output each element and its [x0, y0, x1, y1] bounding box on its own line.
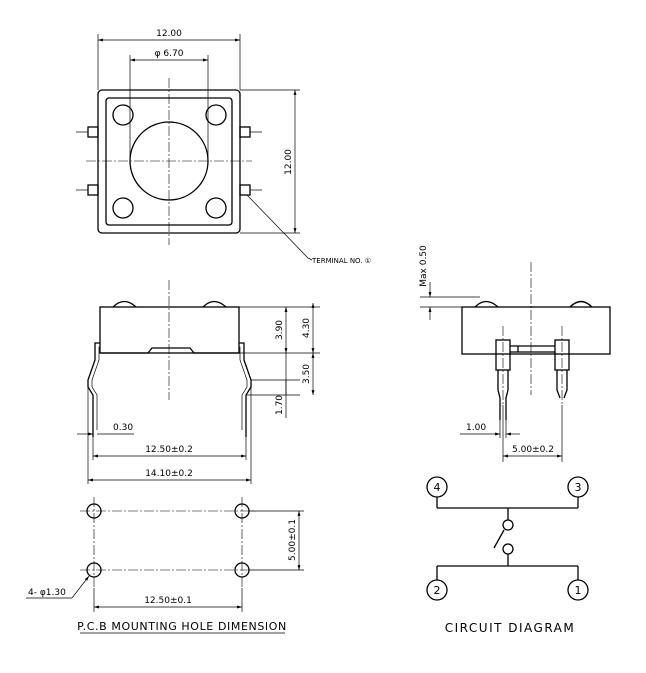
side-max-label: Max 0.50 — [419, 245, 429, 287]
front-dim-overall: 14.10±0.2 — [145, 469, 193, 479]
terminal-label: TERMINAL NO. ① — [311, 257, 371, 265]
front-dim-total: 4.30 — [302, 318, 312, 338]
circuit-diagram: 4 3 2 1 CIRCUIT DIAGRAM — [426, 476, 589, 635]
front-dim-pitch: 12.50±0.2 — [145, 445, 193, 455]
pcb-dim-vertical: 5.00±0.1 — [288, 519, 298, 561]
circuit-title: CIRCUIT DIAGRAM — [445, 621, 576, 635]
front-dim-top: 3.90 — [275, 320, 285, 340]
front-dim-mid: 3.50 — [302, 364, 312, 384]
pcb-mounting: 5.00±0.1 12.50±0.1 4- φ1.30 P.C.B MOUNTI… — [26, 497, 304, 634]
pcb-hole-label: 4- φ1.30 — [28, 588, 66, 598]
front-view: 3.90 4.30 3.50 1.70 0.30 12.50±0.2 14.10… — [77, 280, 320, 484]
top-view: 12.00 φ 6.70 12.00 TERMINAL NO. ① — [76, 29, 371, 265]
side-view: Max 0.50 1.00 5.00±0.2 — [419, 245, 611, 462]
side-dim-pitch: 5.00±0.2 — [512, 445, 554, 455]
pin-label-1: 1 — [575, 584, 582, 597]
top-height-label: 12.00 — [284, 149, 294, 175]
pcb-title: P.C.B MOUNTING HOLE DIMENSION — [77, 620, 287, 633]
pin-label-4: 4 — [434, 481, 441, 494]
pcb-dim-horizontal: 12.50±0.1 — [144, 596, 192, 606]
top-width-label: 12.00 — [156, 29, 182, 39]
front-dim-bottom: 1.70 — [275, 395, 285, 415]
front-dim-lead: 0.30 — [113, 423, 133, 433]
top-diameter-label: φ 6.70 — [155, 49, 184, 59]
side-dim-lead: 1.00 — [466, 423, 486, 433]
pin-label-2: 2 — [434, 584, 441, 597]
pin-label-3: 3 — [575, 481, 582, 494]
